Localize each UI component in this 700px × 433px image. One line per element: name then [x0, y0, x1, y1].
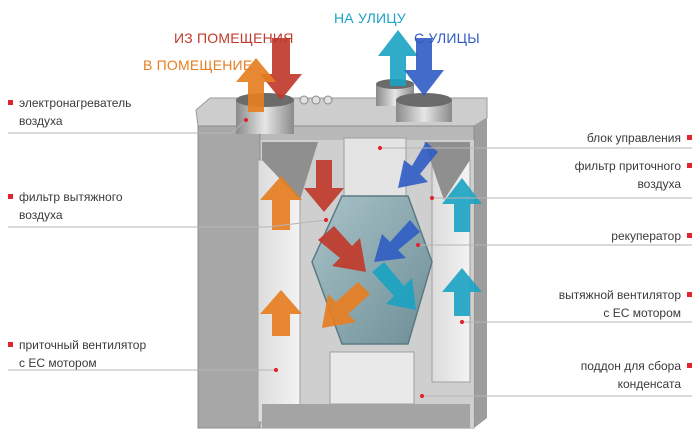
marker-square [687, 135, 692, 141]
marker-square [687, 163, 692, 169]
arrow-to-street-top [378, 30, 418, 86]
flow-label-to-street: НА УЛИЦУ [334, 10, 406, 26]
flow-label-to-room: В ПОМЕЩЕНИЕ [143, 57, 253, 73]
arrow-to-street-right-lower [442, 268, 482, 316]
label-supply-filter: фильтр приточного воздуха [575, 157, 692, 193]
marker-square [687, 292, 692, 298]
flow-label-from-room: ИЗ ПОМЕЩЕНИЯ [174, 30, 294, 46]
arrow-from-room-inner [304, 160, 344, 212]
arrow-to-street-core [372, 262, 416, 310]
label-air-heater: электронагреватель воздуха [8, 94, 131, 130]
leader-lines [8, 117, 692, 399]
marker-square [8, 194, 13, 200]
arrow-from-room-top [260, 38, 302, 100]
arrow-to-street-right-upper [442, 178, 482, 232]
flow-label-from-street: С УЛИЦЫ [414, 30, 480, 46]
air-flow-arrows [236, 30, 482, 336]
label-exhaust-fan: вытяжной вентилятор с ЕС мотором [559, 286, 692, 322]
arrow-from-street-core [374, 220, 420, 262]
arrow-from-street-right [398, 142, 438, 188]
label-control-unit: блок управления [587, 129, 692, 147]
marker-square [8, 100, 13, 106]
arrow-to-room-left-lower [260, 290, 302, 336]
marker-square [8, 342, 13, 348]
label-recuperator: рекуператор [611, 227, 692, 245]
arrow-from-room-core [318, 226, 366, 272]
arrow-to-room-core [322, 282, 370, 328]
label-supply-fan: приточный вентилятор с ЕС мотором [8, 336, 146, 372]
arrow-from-street-top [404, 38, 444, 96]
label-exhaust-filter: фильтр вытяжного воздуха [8, 188, 123, 224]
marker-square [687, 363, 692, 369]
arrow-to-room-top [236, 58, 276, 112]
label-condensate-tray: поддон для сбора конденсата [581, 357, 692, 393]
marker-square [687, 233, 692, 239]
arrow-to-room-left-upper [260, 176, 302, 230]
